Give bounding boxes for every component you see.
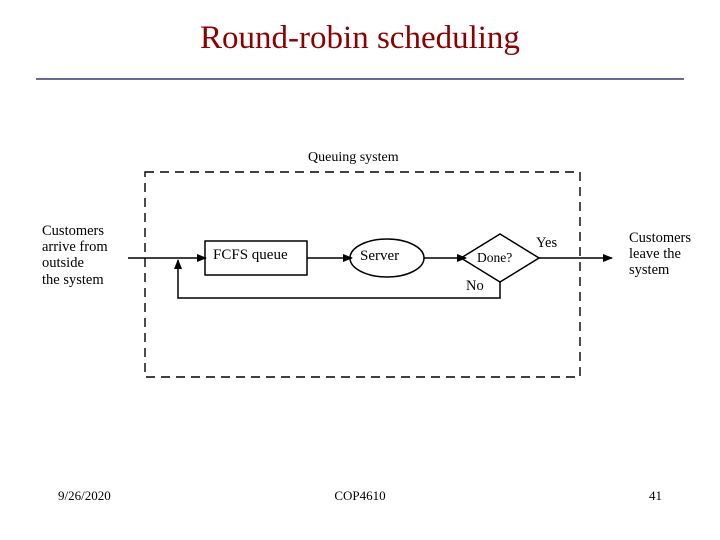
system-label: Queuing system xyxy=(308,150,399,165)
exit-label: Customers leave the system xyxy=(629,230,692,279)
decision-label: Done? xyxy=(477,250,513,265)
slide-footer: 9/26/2020 COP4610 41 xyxy=(0,488,720,518)
title-divider xyxy=(36,78,684,80)
entry-label: Customers arrive from outside the system xyxy=(42,223,108,288)
footer-page-number: 41 xyxy=(649,488,662,503)
no-branch-label: No xyxy=(466,278,484,294)
footer-course: COP4610 xyxy=(334,488,386,503)
system-boundary xyxy=(144,171,581,378)
queuing-system-diagram: Queuing system Customers arrive from out… xyxy=(0,110,720,400)
yes-branch-label: Yes xyxy=(536,235,558,251)
diagram-svg xyxy=(128,171,613,378)
page-title: Round-robin scheduling xyxy=(200,20,520,56)
server-label: Server xyxy=(360,248,400,264)
arrow-no-feedback xyxy=(174,259,501,299)
fcfs-queue-label: FCFS queue xyxy=(213,247,288,263)
footer-date: 9/26/2020 xyxy=(58,488,111,503)
